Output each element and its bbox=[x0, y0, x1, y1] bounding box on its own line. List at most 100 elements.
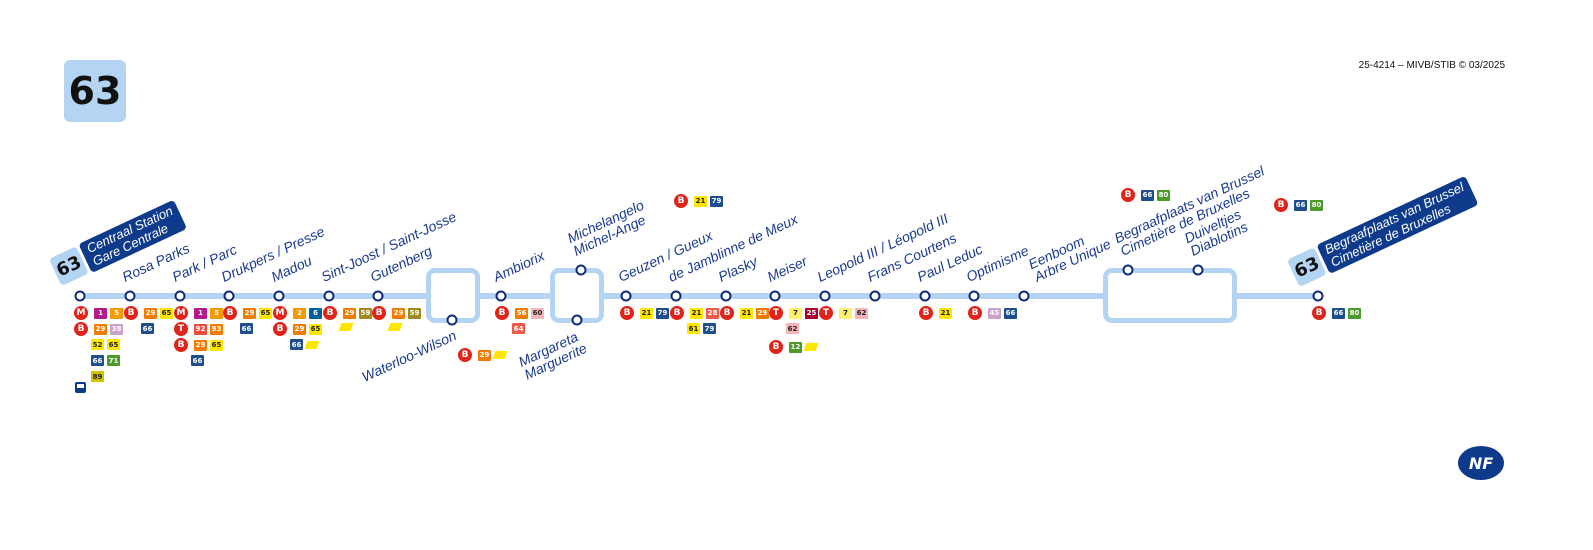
stop-plasky[interactable] bbox=[720, 290, 732, 302]
line-badge[interactable]: 29 bbox=[343, 307, 356, 319]
line-badge[interactable]: 56 bbox=[515, 307, 528, 319]
stop-centraal[interactable] bbox=[74, 290, 86, 302]
line-badge[interactable]: 29 bbox=[94, 323, 107, 335]
stop-park[interactable] bbox=[174, 290, 186, 302]
stop-meiser[interactable] bbox=[769, 290, 781, 302]
bus-icon: B bbox=[620, 306, 634, 320]
line-badge[interactable]: 29 bbox=[392, 307, 405, 319]
line-badge[interactable]: 6 bbox=[309, 307, 322, 319]
line-badge[interactable]: 66 bbox=[240, 323, 253, 334]
line-badge[interactable]: 29 bbox=[756, 307, 769, 319]
line-badge[interactable]: 21 bbox=[640, 307, 653, 319]
line-badge[interactable]: 65 bbox=[160, 307, 173, 319]
line-badge[interactable]: 59 bbox=[359, 307, 372, 319]
stop-rosa-parks[interactable] bbox=[124, 290, 136, 302]
stop-madou[interactable] bbox=[273, 290, 285, 302]
noctis-night-bus-icon bbox=[304, 340, 320, 349]
line-badge[interactable]: 65 bbox=[309, 323, 322, 335]
line-badge[interactable]: 21 bbox=[740, 307, 753, 319]
line-badge[interactable]: 66 bbox=[1141, 189, 1154, 201]
stop-optimisme[interactable] bbox=[968, 290, 980, 302]
bus-icon: B bbox=[1121, 188, 1135, 202]
line-badge[interactable]: 66 bbox=[1294, 199, 1307, 211]
line-badge[interactable]: 65 bbox=[210, 339, 223, 351]
line-badge[interactable]: 29 bbox=[478, 349, 491, 361]
stop-ambiorix[interactable] bbox=[495, 290, 507, 302]
stop-duiveltjes[interactable] bbox=[1192, 264, 1204, 276]
line-badge[interactable]: 64 bbox=[512, 323, 525, 334]
stop-sint-joost[interactable] bbox=[323, 290, 335, 302]
line-badge[interactable]: 79 bbox=[703, 323, 716, 334]
line-badge[interactable]: 59 bbox=[408, 307, 421, 319]
stop-gutenberg[interactable] bbox=[372, 290, 384, 302]
line-badge[interactable]: 29 bbox=[194, 339, 207, 351]
stop-geuzen[interactable] bbox=[620, 290, 632, 302]
bus-icon: B bbox=[919, 306, 933, 320]
line-badge[interactable]: 7 bbox=[839, 307, 852, 319]
line-badge[interactable]: 66 bbox=[91, 355, 104, 366]
line-badge[interactable]: 80 bbox=[1310, 199, 1323, 211]
line-badge[interactable]: 93 bbox=[210, 323, 223, 335]
line-badge[interactable]: 29 bbox=[293, 323, 306, 335]
stop-drukpers[interactable] bbox=[223, 290, 235, 302]
tram-icon: T bbox=[174, 322, 188, 336]
stop-michelangelo[interactable] bbox=[575, 264, 587, 276]
line-badge[interactable]: 21 bbox=[939, 307, 952, 319]
stop-frans-courtens[interactable] bbox=[869, 290, 881, 302]
line-badge[interactable]: 79 bbox=[656, 307, 669, 319]
stop-begraafplaats[interactable] bbox=[1122, 264, 1134, 276]
line-badge[interactable]: 62 bbox=[855, 307, 868, 319]
line-badge[interactable]: 2 bbox=[293, 307, 306, 319]
stop-terminus[interactable] bbox=[1312, 290, 1324, 302]
line-badge[interactable]: 25 bbox=[805, 307, 818, 319]
line-badge[interactable]: 71 bbox=[107, 355, 120, 366]
line-badge[interactable]: 52 bbox=[91, 339, 104, 350]
line-badge[interactable]: 1 bbox=[194, 307, 207, 319]
line-badge[interactable]: 12 bbox=[789, 341, 802, 353]
line-badge[interactable]: 7 bbox=[789, 307, 802, 319]
stop-jamblinne[interactable] bbox=[670, 290, 682, 302]
stop-waterloo-wilson[interactable] bbox=[446, 314, 458, 326]
stop-margareta[interactable] bbox=[571, 314, 583, 326]
line-badge[interactable]: 45 bbox=[988, 307, 1001, 319]
train-station-icon bbox=[75, 382, 86, 393]
line-badge[interactable]: 66 bbox=[1004, 307, 1017, 319]
line-badge[interactable]: 29 bbox=[243, 307, 256, 319]
line-badge[interactable]: 5 bbox=[210, 307, 223, 319]
line-badge[interactable]: 66 bbox=[191, 355, 204, 366]
line-badge[interactable]: 5 bbox=[110, 307, 123, 319]
stop-eenboom[interactable] bbox=[1018, 290, 1030, 302]
nf-service-logo: NF bbox=[1458, 446, 1504, 480]
line-badge[interactable]: 21 bbox=[694, 195, 707, 207]
line-badge[interactable]: 92 bbox=[194, 323, 207, 335]
line-badge[interactable]: 89 bbox=[91, 371, 104, 382]
line-badge[interactable]: 62 bbox=[786, 323, 799, 334]
metro-icon: M bbox=[273, 306, 287, 320]
line-badge[interactable]: 38 bbox=[110, 323, 123, 335]
line-badge[interactable]: 66 bbox=[1332, 307, 1345, 319]
line-badge[interactable]: 61 bbox=[687, 323, 700, 334]
line-badge[interactable]: 80 bbox=[1157, 189, 1170, 201]
line-badge[interactable]: 65 bbox=[259, 307, 272, 319]
bus-icon: B bbox=[670, 306, 684, 320]
stop-paul-leduc[interactable] bbox=[919, 290, 931, 302]
stop-leopold[interactable] bbox=[819, 290, 831, 302]
line-badge[interactable]: 28 bbox=[706, 307, 719, 319]
line-badge[interactable]: 66 bbox=[141, 323, 154, 334]
line-badge[interactable]: 21 bbox=[690, 307, 703, 319]
bus-icon: B bbox=[495, 306, 509, 320]
line-badge[interactable]: 29 bbox=[144, 307, 157, 319]
line-badge[interactable]: 80 bbox=[1348, 307, 1361, 319]
line-badge[interactable]: 60 bbox=[531, 307, 544, 319]
line-badge[interactable]: 65 bbox=[107, 339, 120, 350]
line-badge[interactable]: 79 bbox=[710, 195, 723, 207]
line-badge[interactable]: 1 bbox=[94, 307, 107, 319]
line-badge[interactable]: 66 bbox=[290, 339, 303, 350]
